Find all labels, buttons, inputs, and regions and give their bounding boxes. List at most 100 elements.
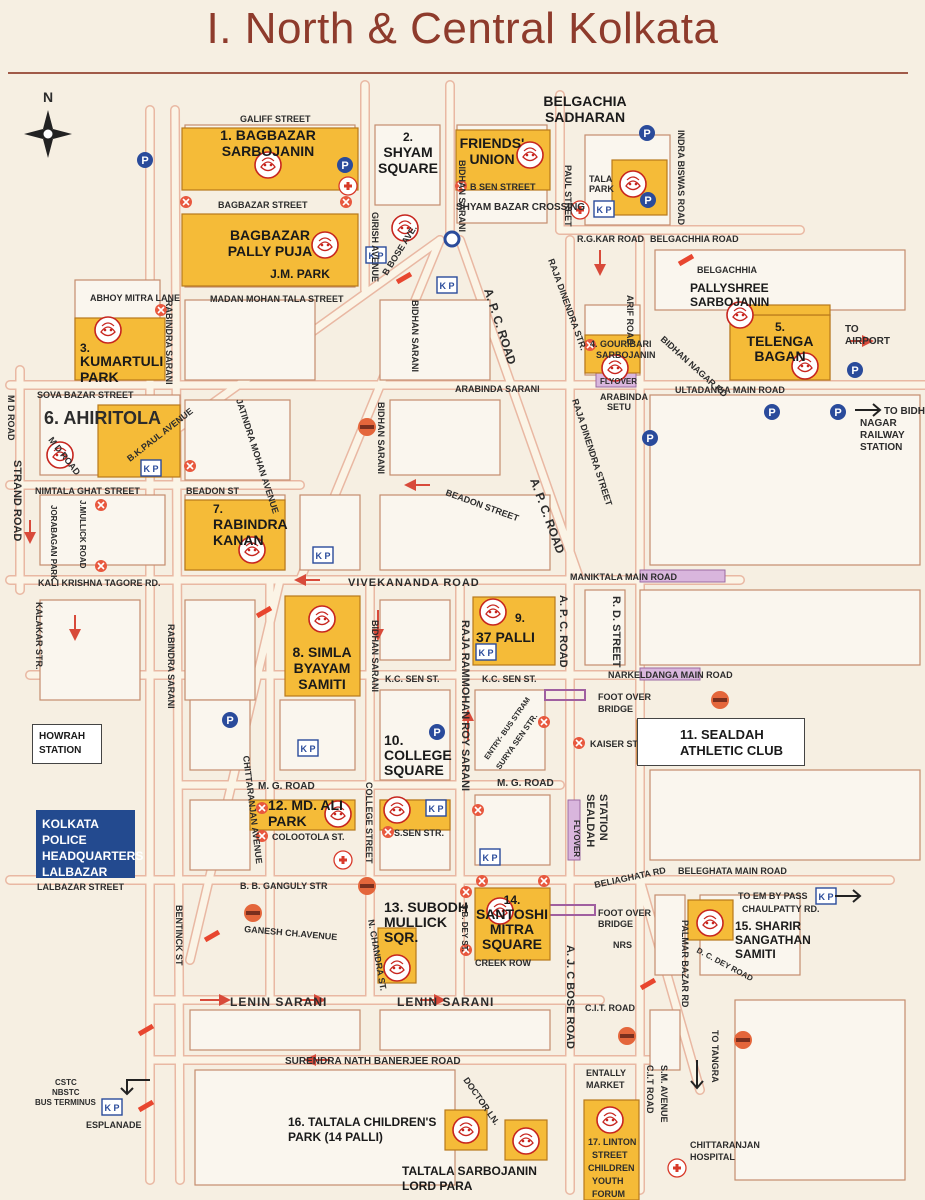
svg-text:GANESH CH.AVENUE: GANESH CH.AVENUE [244, 924, 338, 942]
svg-text:BUS TERMINUS: BUS TERMINUS [35, 1098, 97, 1107]
svg-text:PALLY PUJA: PALLY PUJA [228, 243, 313, 259]
svg-text:MULLICK: MULLICK [384, 914, 447, 930]
metro-icon [734, 1031, 752, 1049]
city-map[interactable]: P K P [0, 78, 925, 1200]
kp-icon [312, 546, 334, 564]
puja-marker-taltala-sarbojanin[interactable] [512, 1127, 540, 1155]
puja-marker-17[interactable] [596, 1106, 624, 1134]
svg-text:TALA: TALA [589, 174, 613, 184]
puja-marker-bagbazar-pally[interactable] [311, 231, 339, 259]
puja-marker-10[interactable] [383, 796, 411, 824]
svg-text:SANGATHAN: SANGATHAN [735, 933, 811, 947]
svg-text:KAISER ST.: KAISER ST. [590, 739, 640, 749]
svg-text:C.I.T ROAD: C.I.T ROAD [645, 1065, 655, 1114]
svg-text:B SEN STREET: B SEN STREET [470, 182, 536, 192]
svg-text:PARK (14 PALLI): PARK (14 PALLI) [288, 1130, 383, 1144]
svg-text:TO BIDHAN: TO BIDHAN [884, 406, 925, 417]
parking-icon [429, 724, 445, 740]
svg-text:BRIDGE: BRIDGE [598, 704, 633, 714]
svg-text:A. J. C BOSE ROAD: A. J. C BOSE ROAD [564, 945, 576, 1049]
svg-text:K.C. SEN ST.: K.C. SEN ST. [385, 674, 440, 684]
kp-icon [436, 276, 458, 294]
puja-marker-16[interactable] [452, 1116, 480, 1144]
svg-text:SARBOJANIN: SARBOJANIN [596, 350, 656, 360]
svg-text:TALTALA SARBOJANIN: TALTALA SARBOJANIN [402, 1164, 537, 1178]
svg-text:BIDHAN SARANI: BIDHAN SARANI [376, 402, 386, 474]
svg-text:R.G.KAR ROAD: R.G.KAR ROAD [577, 234, 644, 244]
svg-text:CHITTARANJAN: CHITTARANJAN [690, 1140, 760, 1150]
svg-text:BELGACHHIA: BELGACHHIA [697, 265, 757, 275]
svg-text:SURENDRA NATH BANERJEE ROAD: SURENDRA NATH BANERJEE ROAD [285, 1056, 461, 1067]
svg-text:ABHOY MITRA LANE: ABHOY MITRA LANE [90, 293, 180, 303]
svg-text:LALBAZAR STREET: LALBAZAR STREET [37, 882, 124, 892]
svg-text:PARK: PARK [80, 369, 119, 385]
svg-text:LORD PARA: LORD PARA [402, 1179, 473, 1193]
svg-text:S.M. AVENUE: S.M. AVENUE [659, 1065, 669, 1123]
kp-icon [815, 887, 837, 905]
svg-text:CHAULPATTY RD.: CHAULPATTY RD. [742, 904, 820, 914]
svg-text:UNION: UNION [469, 151, 514, 167]
svg-text:COLLEGE: COLLEGE [384, 747, 452, 763]
tram-icon [203, 929, 221, 943]
svg-text:YOUTH: YOUTH [592, 1176, 624, 1186]
no-entry-icon [94, 498, 108, 512]
facility-markers [94, 125, 863, 1179]
svg-text:FLYOVER: FLYOVER [600, 377, 637, 386]
svg-text:SOVA BAZAR STREET: SOVA BAZAR STREET [37, 390, 134, 400]
svg-text:SARBOJANIN: SARBOJANIN [222, 143, 315, 159]
puja-marker-13[interactable] [383, 954, 411, 982]
svg-text:NARKELDANGA MAIN ROAD: NARKELDANGA MAIN ROAD [608, 670, 733, 680]
metro-icon [358, 877, 376, 895]
svg-text:C.I.T. ROAD: C.I.T. ROAD [585, 1003, 636, 1013]
svg-text:9.: 9. [515, 611, 525, 625]
puja-marker-15[interactable] [696, 909, 724, 937]
svg-text:LENIN SARANI: LENIN SARANI [397, 995, 494, 1009]
kp-icon [101, 1098, 123, 1116]
svg-text:STATION: STATION [860, 442, 902, 453]
title-rule [8, 72, 908, 74]
svg-text:KALI KRISHNA TAGORE RD.: KALI KRISHNA TAGORE RD. [38, 578, 161, 588]
svg-text:ARABINDA: ARABINDA [600, 392, 648, 402]
svg-text:12. MD. ALI: 12. MD. ALI [268, 797, 343, 813]
svg-text:A. P. C. ROAD: A. P. C. ROAD [557, 595, 569, 668]
svg-text:SAMITI: SAMITI [735, 947, 776, 961]
svg-text:16. TALTALA CHILDREN'S: 16. TALTALA CHILDREN'S [288, 1115, 436, 1129]
metro-icon [244, 904, 262, 922]
svg-text:10.: 10. [384, 732, 403, 748]
puja-marker-8[interactable] [308, 605, 336, 633]
svg-text:PARK: PARK [589, 184, 614, 194]
puja-marker-3[interactable] [94, 316, 122, 344]
svg-text:NIMTALA GHAT STREET: NIMTALA GHAT STREET [35, 486, 140, 496]
svg-text:PARK: PARK [268, 813, 307, 829]
direction-arrows [120, 403, 882, 1096]
svg-text:SQUARE: SQUARE [384, 762, 444, 778]
svg-text:TELENGA: TELENGA [747, 333, 814, 349]
parking-icon [847, 362, 863, 378]
svg-text:NAGAR: NAGAR [860, 418, 897, 429]
svg-text:NRS: NRS [613, 940, 632, 950]
svg-text:BEADON ST: BEADON ST [186, 486, 240, 496]
svg-text:INDRA BISWAS ROAD: INDRA BISWAS ROAD [676, 130, 686, 226]
svg-text:PALMAR BAZAR RD: PALMAR BAZAR RD [680, 920, 690, 1008]
puja-marker-9[interactable] [479, 598, 507, 626]
svg-text:TO EM BY PASS: TO EM BY PASS [738, 891, 808, 901]
svg-text:STREET: STREET [592, 1150, 628, 1160]
compass-north-label: N [43, 89, 53, 105]
svg-text:RABINDRA SARANI: RABINDRA SARANI [164, 300, 174, 385]
puja-marker-belgachia[interactable] [619, 170, 647, 198]
no-entry-icon [459, 885, 473, 899]
svg-text:KUMARTULI: KUMARTULI [80, 353, 163, 369]
kp-icon [297, 739, 319, 757]
svg-text:6. AHIRITOLA: 6. AHIRITOLA [44, 408, 161, 428]
svg-text:BELGACHIA: BELGACHIA [543, 93, 626, 109]
svg-text:KALAKAR STR.: KALAKAR STR. [34, 602, 44, 670]
no-entry-icon [94, 559, 108, 573]
svg-text:CHILDREN: CHILDREN [588, 1163, 635, 1173]
svg-text:SHYAM: SHYAM [383, 144, 432, 160]
parking-icon [639, 125, 655, 141]
kp-icon [140, 459, 162, 477]
